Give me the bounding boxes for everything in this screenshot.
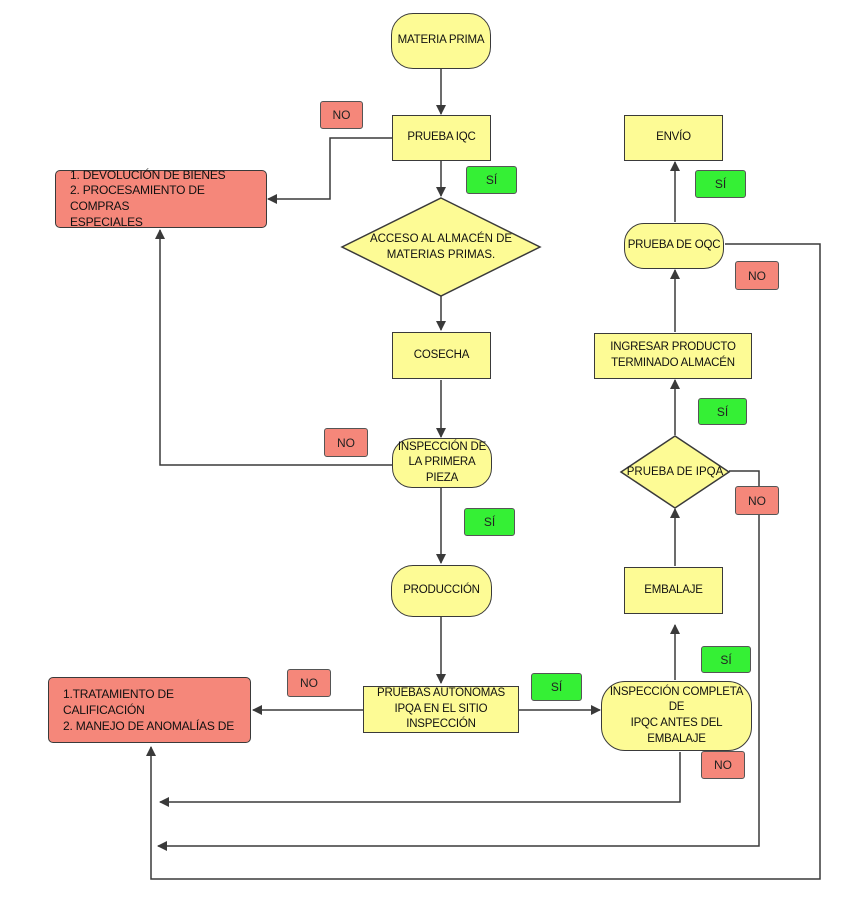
node-ingresar-producto: INGRESAR PRODUCTO TERMINADO ALMACÉN <box>594 333 752 379</box>
arrow-completa-no-return <box>159 752 681 807</box>
badge-si-autonomas: SÍ <box>531 673 582 701</box>
arrow-primera-no <box>155 229 392 466</box>
node-prueba-oqc: PRUEBA DE OQC <box>624 223 724 269</box>
decision-acceso-almacen <box>340 197 542 297</box>
badge-no-iqc: NO <box>320 101 363 129</box>
node-inspeccion-completa: INSPECCIÓN COMPLETA DE IPQC ANTES DEL EM… <box>601 681 752 751</box>
node-inspeccion-primera-pieza: INSPECCIÓN DE LA PRIMERA PIEZA <box>392 438 492 488</box>
arrow-iqc-no <box>267 137 392 204</box>
node-tratamiento-calificacion: 1.TRATAMIENTO DE CALIFICACIÓN 2. MANEJO … <box>48 677 251 743</box>
badge-no-primera-pieza: NO <box>324 428 368 457</box>
badge-no-autonomas: NO <box>287 669 331 697</box>
decision-prueba-ipqa-label: PRUEBA DE IPQA <box>626 465 724 478</box>
badge-no-ipqa: NO <box>735 486 779 515</box>
node-embalaje: EMBALAJE <box>624 567 723 614</box>
badge-no-completa: NO <box>701 751 745 779</box>
badge-si-completa: SÍ <box>701 646 751 673</box>
node-envio: ENVÍO <box>624 115 723 161</box>
node-produccion: PRODUCCIÓN <box>391 565 492 617</box>
arrow-ipqa-no-return <box>157 470 760 851</box>
badge-si-oqc: SÍ <box>695 170 746 198</box>
node-materia-prima: MATERIA PRIMA <box>391 13 491 69</box>
badge-si-ipqa: SÍ <box>698 398 747 425</box>
node-devolucion-bienes: 1. DEVOLUCIÓN DE BIENES 2. PROCESAMIENTO… <box>55 168 267 229</box>
badge-si-iqc: SÍ <box>466 166 517 194</box>
node-prueba-iqc: PRUEBA IQC <box>392 115 491 161</box>
badge-no-oqc: NO <box>735 261 779 290</box>
arrow-oqc-no-return <box>146 243 821 880</box>
decision-prueba-ipqa <box>619 435 731 509</box>
badge-si-primera-pieza: SÍ <box>464 508 515 536</box>
node-cosecha: COSECHA <box>392 332 491 379</box>
node-pruebas-autonomas: PRUEBAS AUTONOMAS IPQA EN EL SITIO INSPE… <box>363 686 519 733</box>
decision-acceso-almacen-label: ACCESO AL ALMACÉN DE MATERIAS PRIMAS. <box>369 232 513 261</box>
